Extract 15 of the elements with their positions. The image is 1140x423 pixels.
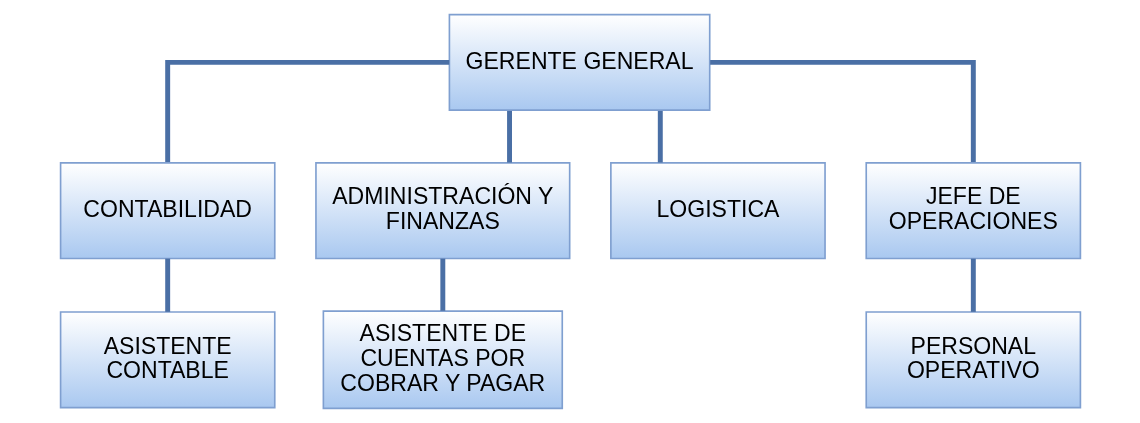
node-box: CONTABILIDAD: [59, 162, 276, 260]
node-box: LOGISTICA: [609, 162, 826, 260]
node-box: ASISTENTE CONTABLE: [59, 311, 276, 409]
node-box: JEFE DE OPERACIONES: [864, 162, 1081, 260]
connector: [164, 258, 170, 312]
connector: [970, 258, 976, 312]
connector: [164, 59, 449, 163]
connector: [439, 258, 445, 311]
node-box: ADMINISTRACIÓN Y FINANZAS: [314, 162, 570, 260]
connector: [506, 110, 512, 163]
node-box: ASISTENTE DE CUENTAS POR COBRAR Y PAGAR: [322, 310, 563, 410]
connector: [657, 110, 663, 163]
node-box: PERSONAL OPERATIVO: [864, 311, 1081, 409]
connector: [709, 59, 976, 163]
node-box: GERENTE GENERAL: [448, 13, 711, 111]
